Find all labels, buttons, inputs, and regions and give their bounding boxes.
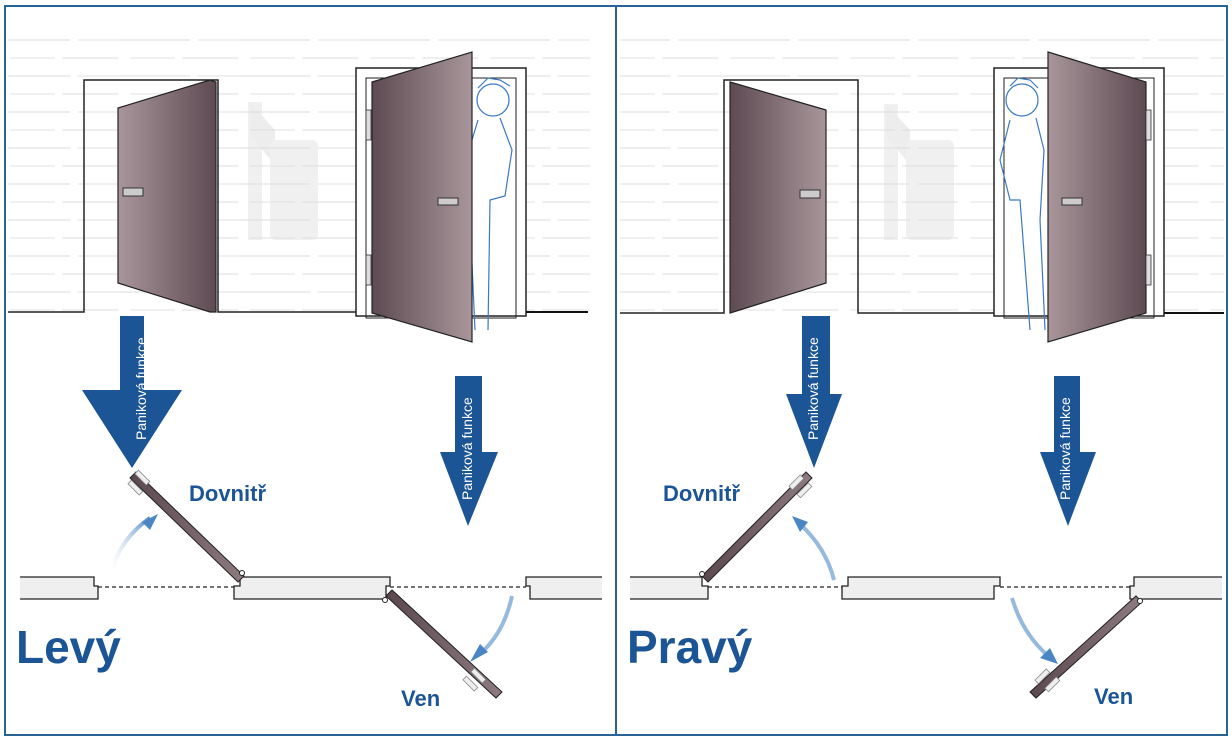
door-handle xyxy=(122,187,144,197)
door-handle xyxy=(437,197,459,206)
inward-label: Dovnitř xyxy=(189,481,266,506)
right-plan xyxy=(630,471,1222,699)
panic-function-label: Paniková funkce xyxy=(133,337,149,440)
hinge xyxy=(1145,254,1152,286)
outward-label: Ven xyxy=(1094,684,1134,709)
panic-function-label: Paniková funkce xyxy=(459,397,475,500)
watermark-logo xyxy=(248,102,318,240)
door-handle xyxy=(1061,197,1083,206)
plan-door-outward-left xyxy=(385,589,503,699)
panel-title-left: Levý xyxy=(16,621,121,673)
panic-arrow-outward-right xyxy=(1040,376,1096,526)
right-elevation xyxy=(620,30,1224,343)
panel-divider xyxy=(615,5,617,736)
watermark-logo xyxy=(884,104,954,240)
plan-door-inward-right xyxy=(701,471,813,583)
hinge xyxy=(365,109,372,141)
door-outward-left xyxy=(371,51,473,343)
panic-arrow-outward-left xyxy=(440,376,498,526)
door-handle xyxy=(799,189,821,199)
panic-function-label: Paniková funkce xyxy=(1057,397,1073,500)
panel-title-right: Pravý xyxy=(627,621,753,673)
panic-function-label: Paniková funkce xyxy=(805,337,821,440)
plan-door-outward-right xyxy=(1029,595,1143,699)
hinge xyxy=(1145,109,1152,141)
left-plan xyxy=(20,469,602,699)
panic-arrow-inward-right xyxy=(786,316,842,468)
hinge xyxy=(365,254,372,286)
door-inward-left xyxy=(117,79,217,313)
panic-arrow-inward-left xyxy=(82,316,182,468)
plan-door-inward-left xyxy=(129,471,245,583)
inward-label: Dovnitř xyxy=(663,481,740,506)
outward-label: Ven xyxy=(401,686,441,711)
left-elevation xyxy=(8,30,590,343)
door-inward-right xyxy=(729,81,827,314)
door-outward-right xyxy=(1047,51,1147,343)
